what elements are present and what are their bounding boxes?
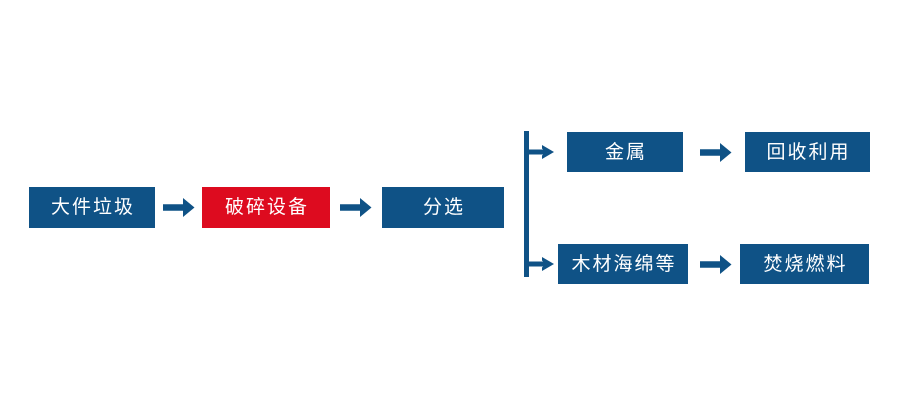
arrow-right-icon-metal-to-recycle (700, 142, 732, 163)
node-label: 大件垃圾 (50, 197, 135, 218)
node-label: 金属 (604, 141, 647, 163)
node-label: 分选 (422, 197, 465, 218)
node-input[interactable]: 大件垃圾 (29, 187, 155, 228)
node-label: 焚烧燃料 (763, 253, 848, 275)
node-crusher[interactable]: 破碎设备 (202, 187, 330, 228)
node-recycle[interactable]: 回收利用 (745, 132, 870, 172)
node-label: 回收利用 (766, 141, 851, 163)
node-label: 破碎设备 (224, 197, 309, 218)
node-fuel[interactable]: 焚烧燃料 (740, 244, 869, 284)
node-wood[interactable]: 木材海绵等 (558, 244, 688, 284)
arrow-right-icon-wood-to-fuel (700, 254, 732, 275)
node-metal[interactable]: 金属 (567, 132, 683, 172)
arrow-right-icon-crusher-to-sorting (340, 197, 372, 218)
arrow-right-icon-input-to-crusher (163, 197, 195, 218)
node-sorting[interactable]: 分选 (382, 187, 504, 228)
node-label: 木材海绵等 (571, 253, 677, 275)
branch-bracket-icon (520, 128, 568, 280)
